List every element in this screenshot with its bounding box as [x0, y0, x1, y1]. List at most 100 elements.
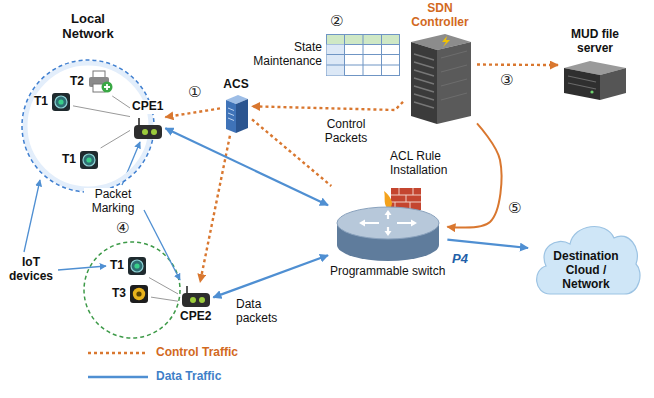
network-boundary-part — [25, 63, 151, 189]
callout-number: ① — [188, 84, 201, 101]
camera-icon-part — [52, 93, 70, 111]
printer-icon-part — [104, 84, 110, 90]
legend-sample — [88, 348, 148, 358]
iot-device: T3 — [112, 284, 149, 304]
router-icon — [133, 116, 163, 140]
node-label: ACS — [223, 78, 248, 92]
printer-icon-part — [93, 71, 105, 78]
sdn-icon-part — [441, 51, 467, 100]
camera-icon — [127, 256, 147, 276]
camera-icon-part — [80, 151, 98, 169]
router-icon-part — [182, 293, 210, 307]
connector — [73, 106, 130, 117]
mud-server: MUD file server — [560, 28, 630, 103]
sdn-icon — [405, 32, 475, 127]
camera-icon-part — [131, 260, 143, 272]
node-label: CPE2 — [180, 310, 211, 324]
router-icon-part — [199, 297, 205, 303]
connector — [213, 255, 328, 297]
mud-icon-part — [590, 90, 593, 93]
acs-icon-part — [228, 108, 234, 121]
legend-sample-part — [88, 376, 148, 378]
acs-icon-part — [226, 100, 236, 133]
switch-icon-part — [359, 210, 417, 236]
node-label: Programmable switch — [330, 265, 445, 279]
node-label: CPE1 — [132, 100, 163, 114]
mud-icon-part — [568, 76, 596, 89]
callout-number: ④ — [116, 220, 129, 237]
legend-entry: Data Traffic — [88, 370, 221, 384]
iot-device: T1 — [34, 92, 71, 112]
connector — [165, 108, 220, 117]
destination-cloud: Destination Cloud / Network — [530, 208, 642, 300]
mud-icon-part — [564, 68, 600, 100]
table-icon — [326, 34, 400, 76]
acs-icon-part — [236, 99, 248, 133]
p4-logo: P4 — [452, 252, 468, 267]
programmable-switch: Programmable switch — [330, 188, 445, 279]
camera-icon-part — [58, 99, 63, 104]
leader-line — [144, 210, 180, 280]
camera-icon-part — [134, 263, 139, 268]
camera-icon-part — [86, 157, 91, 162]
speaker-icon-part — [136, 291, 141, 296]
router-icon-part — [190, 297, 196, 303]
table-icon-part — [327, 35, 400, 76]
connector-group — [73, 65, 558, 302]
node-label: Local Network — [58, 12, 118, 42]
connector — [447, 240, 528, 248]
legend-sample-part — [88, 352, 148, 355]
mud-icon-part — [600, 68, 626, 100]
connector — [477, 63, 558, 66]
annotation: ACL Rule Installation — [390, 150, 468, 178]
leader-line — [24, 180, 40, 252]
switch-icon-part — [337, 207, 439, 239]
router-icon-part — [138, 118, 140, 126]
node-label: SDN Controller — [409, 2, 471, 30]
table-icon-part — [327, 35, 400, 76]
legend-label: Control Traffic — [156, 346, 238, 360]
legend-label: Data Traffic — [156, 370, 221, 384]
local-network: Local NetworkT2T1T1CPE1 — [20, 58, 156, 194]
sdn-controller: SDN Controller — [405, 2, 475, 127]
legend-entry: Control Traffic — [88, 346, 238, 360]
network-boundary — [84, 242, 180, 338]
iot-device: T2 — [70, 70, 113, 94]
speaker-icon-part — [130, 285, 148, 303]
iot-device: T1 — [62, 150, 99, 170]
router-icon-part — [142, 129, 148, 135]
node-label: T3 — [112, 287, 126, 301]
acs-server: ACS — [222, 78, 250, 134]
node-label: T1 — [34, 95, 48, 109]
connector — [252, 102, 403, 110]
annotation: Packet Marking — [84, 188, 142, 216]
switch-icon — [333, 188, 443, 263]
node-label: Destination Cloud / Network — [544, 250, 628, 291]
connector — [151, 297, 178, 301]
speaker-icon — [129, 284, 149, 304]
acs-icon — [222, 94, 250, 134]
cloud-shape-part — [537, 227, 640, 294]
node-label: MUD file server — [564, 28, 626, 56]
node-label: T1 — [110, 259, 124, 273]
sdn-icon-part — [437, 42, 471, 124]
node-label: State Maintenance — [250, 41, 322, 69]
annotation: IoT devices — [4, 256, 58, 284]
callout-number: ③ — [500, 72, 513, 89]
annotation: Control Packets — [318, 118, 374, 146]
router-icon-part — [151, 129, 157, 135]
router-icon — [181, 284, 211, 308]
annotation: Data packets — [236, 298, 286, 326]
callout-number: ⑤ — [508, 200, 521, 217]
camera-icon — [51, 92, 71, 112]
camera-icon-part — [83, 154, 95, 166]
camera-icon-part — [55, 96, 67, 108]
network-boundary-part — [22, 60, 154, 192]
connector — [165, 128, 328, 205]
table-icon-part — [327, 45, 345, 76]
connector — [149, 278, 178, 294]
printer-icon — [87, 70, 113, 94]
router-icon-part — [186, 286, 188, 294]
cpe-router: CPE1 — [132, 100, 163, 140]
